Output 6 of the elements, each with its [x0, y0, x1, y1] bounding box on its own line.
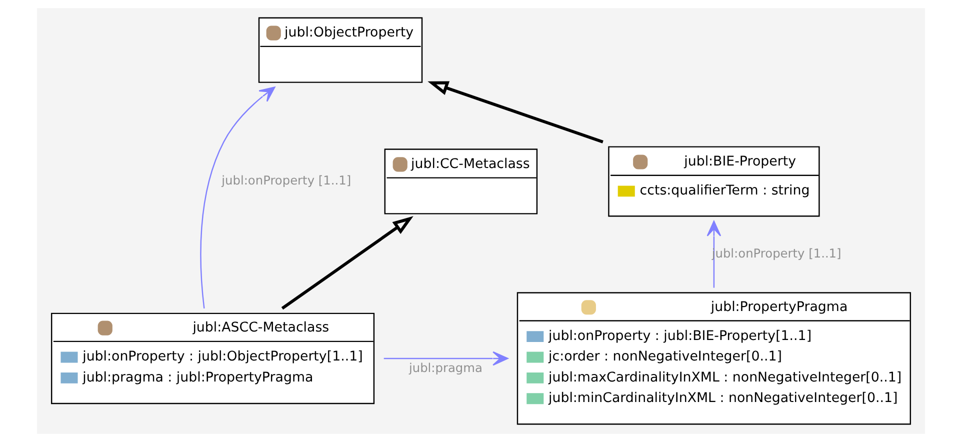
arrow [200, 86, 276, 309]
arrow [384, 351, 508, 366]
arrow [428, 81, 604, 144]
edge-label: jubl:pragma [408, 360, 482, 375]
arrow [281, 216, 414, 310]
edge-label: jubl:onProperty [1..1] [222, 174, 352, 188]
